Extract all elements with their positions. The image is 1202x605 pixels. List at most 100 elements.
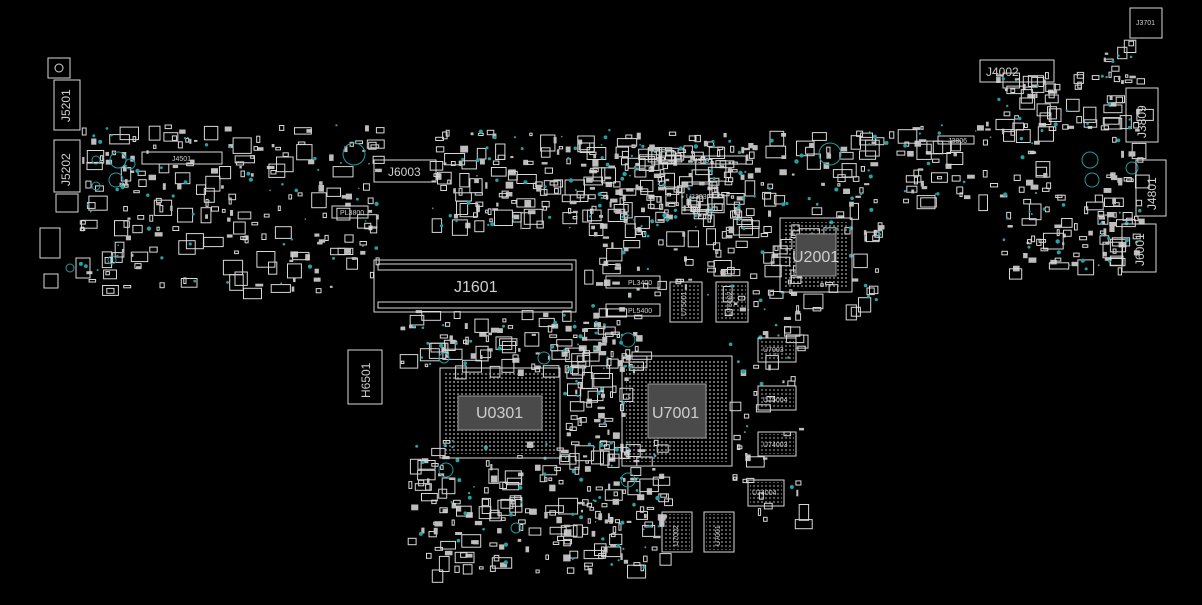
ref-u7001-secondary: U7001: [715, 525, 722, 546]
connector-j1601[interactable]: J1601: [373, 259, 577, 313]
chip-u75001[interactable]: U75001: [669, 281, 703, 323]
smd-part: [699, 181, 705, 186]
smd-part: [607, 429, 610, 435]
smd-part: [723, 171, 732, 178]
connector-j6001[interactable]: J6001: [1121, 223, 1157, 273]
smd-part: [263, 213, 270, 218]
chip-u3303[interactable]: U3303: [681, 181, 713, 211]
via: [653, 149, 656, 152]
smd-part: [228, 144, 234, 148]
connector-j5202[interactable]: J5202: [53, 139, 81, 213]
chip-u7003[interactable]: U7003: [757, 337, 797, 363]
via: [455, 342, 458, 345]
via: [146, 226, 152, 231]
inductor-pl5400[interactable]: PL5400: [605, 303, 661, 317]
component-outline: [101, 251, 113, 269]
hole-h6501[interactable]: H6501: [347, 349, 383, 405]
ref-u75002: U75002: [727, 291, 734, 316]
smd-part: [784, 326, 792, 334]
connector-j4002[interactable]: J4002: [979, 59, 1055, 83]
smd-part: [665, 178, 670, 182]
component-outline: [178, 240, 196, 255]
smd-part: [1101, 220, 1105, 225]
component-outline: [916, 195, 936, 210]
component-outline: [1036, 103, 1051, 117]
chip-u2001[interactable]: U2001: [779, 217, 853, 293]
via: [576, 394, 579, 398]
inductor-pl3800[interactable]: PL3800: [331, 205, 369, 219]
smd-part: [705, 208, 709, 215]
connector-j4501[interactable]: J4501: [141, 151, 223, 165]
smd-part: [724, 181, 733, 186]
smd-part: [499, 544, 505, 550]
smd-part: [617, 360, 623, 367]
smd-part: [596, 282, 604, 286]
component-outline: [796, 140, 815, 157]
via: [1084, 267, 1088, 271]
component-outline: [440, 540, 457, 550]
chip-u7001[interactable]: U7001: [621, 355, 733, 467]
chip-u7002[interactable]: U7002: [661, 511, 693, 553]
smd-part: [1112, 197, 1116, 205]
component-outline: [421, 493, 438, 502]
connector-j3101[interactable]: J3101: [659, 155, 747, 165]
component-outline: [205, 175, 221, 192]
connector-j5201[interactable]: J5201: [47, 57, 81, 131]
mounting-hole: [1084, 172, 1100, 188]
smd-part: [355, 140, 364, 145]
smd-part: [872, 235, 880, 241]
component-outline: [462, 564, 473, 575]
smd-part: [577, 381, 582, 389]
smd-part: [492, 160, 500, 166]
component-outline: [461, 160, 477, 170]
component-outline: [832, 169, 853, 178]
chip-u75004[interactable]: U75004: [757, 385, 797, 411]
smd-part: [795, 311, 801, 315]
connector-j6003[interactable]: J6003: [373, 159, 437, 183]
connector-j4801[interactable]: J4801: [1135, 159, 1167, 217]
smd-part: [565, 422, 573, 430]
smd-part: [996, 77, 1001, 83]
component-outline: [665, 186, 680, 195]
inductor-pl3400[interactable]: PL3400: [605, 275, 661, 289]
via: [543, 472, 547, 476]
connector-j3809[interactable]: J3809: [1125, 87, 1159, 143]
smd-part: [659, 169, 665, 178]
smd-part: [1105, 242, 1110, 245]
via: [1056, 250, 1061, 255]
smd-part: [364, 222, 372, 230]
via: [781, 202, 786, 207]
via: [229, 146, 232, 149]
component-outline: [344, 234, 354, 243]
connector-left-small[interactable]: [39, 227, 91, 289]
component-outline: [419, 348, 440, 362]
smd-part: [611, 242, 614, 249]
connector-j3701[interactable]: J3701: [1129, 7, 1163, 39]
via: [664, 150, 667, 153]
smd-part: [480, 355, 483, 359]
component-outline: [130, 251, 149, 263]
chip-u0301[interactable]: U0301: [439, 367, 561, 459]
smd-part: [1023, 198, 1032, 205]
chip-u75002[interactable]: U75002: [715, 281, 749, 323]
via: [497, 346, 502, 351]
chip-u74004[interactable]: U74004: [747, 479, 785, 507]
smd-part: [593, 312, 599, 319]
smd-part: [1073, 252, 1080, 258]
via: [642, 528, 645, 531]
smd-part: [1117, 267, 1122, 276]
smd-part: [1136, 78, 1145, 85]
component-outline: [798, 504, 810, 521]
smd-part: [590, 167, 599, 173]
smd-part: [318, 184, 324, 192]
via: [356, 197, 359, 201]
smd-part: [683, 205, 686, 212]
chip-u74003[interactable]: U74003: [757, 431, 797, 457]
via: [903, 190, 907, 193]
via: [478, 129, 483, 134]
component-outline: [474, 318, 489, 333]
ref-pl3800: PL3800: [340, 210, 364, 217]
smd-part: [556, 516, 562, 524]
chip-u7001-secondary[interactable]: U7001: [703, 511, 735, 553]
connector-j3806[interactable]: J3806: [937, 135, 975, 145]
